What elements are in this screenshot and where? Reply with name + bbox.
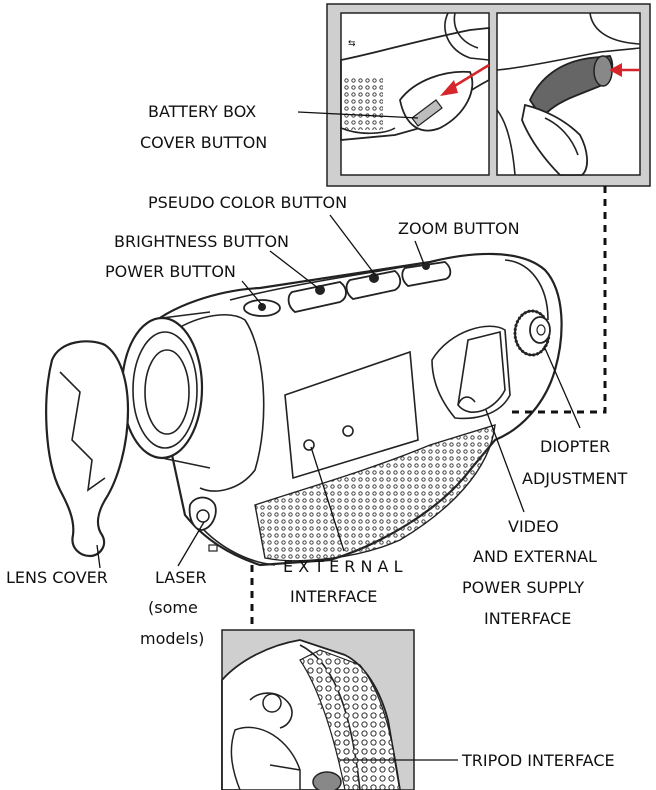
label-laser-line3: models) — [140, 629, 204, 648]
top-buttons — [243, 261, 452, 317]
battery-inset-panel: ⇆ — [326, 3, 651, 187]
label-battery-box-line2: COVER BUTTON — [140, 133, 267, 152]
thermal-monocular-device — [45, 252, 563, 567]
label-laser-line2: (some — [148, 598, 198, 617]
label-diopter-line2: ADJUSTMENT — [522, 469, 628, 488]
label-battery-box-line1: BATTERY BOX — [148, 102, 256, 121]
lens-cover — [45, 340, 130, 558]
usb-icon: ⇆ — [348, 39, 356, 49]
tripod-inset-panel — [221, 629, 415, 790]
laser-window — [188, 496, 218, 552]
label-zoom-button: ZOOM BUTTON — [398, 219, 520, 238]
battery-inset-right — [496, 12, 641, 176]
label-tripod-interface: TRIPOD INTERFACE — [461, 751, 615, 770]
label-power-button: POWER BUTTON — [105, 262, 236, 281]
zoom-button — [401, 261, 452, 287]
label-brightness-button: BRIGHTNESS BUTTON — [114, 232, 289, 251]
label-video-line3: POWER SUPPLY — [462, 578, 584, 597]
label-video-line2: AND EXTERNAL — [473, 547, 597, 566]
leader-lines — [96, 111, 581, 761]
dashed-connectors — [250, 186, 607, 625]
diopter-knob — [513, 309, 551, 357]
text-labels: BATTERY BOX COVER BUTTON PSEUDO COLOR BU… — [6, 102, 628, 770]
label-pseudo-color-button: PSEUDO COLOR BUTTON — [148, 193, 347, 212]
label-video-line4: INTERFACE — [484, 609, 571, 628]
label-external-line1: E X T E R N A L — [283, 557, 403, 576]
battery-inset-left: ⇆ — [340, 12, 490, 176]
label-laser-line1: LASER — [155, 568, 207, 587]
brightness-button — [287, 281, 347, 313]
label-lens-cover: LENS COVER — [6, 568, 108, 587]
label-external-line2: INTERFACE — [290, 587, 377, 606]
label-diopter-line1: DIOPTER — [540, 437, 610, 456]
pseudo-color-button — [345, 270, 402, 300]
label-video-line1: VIDEO — [508, 517, 559, 536]
